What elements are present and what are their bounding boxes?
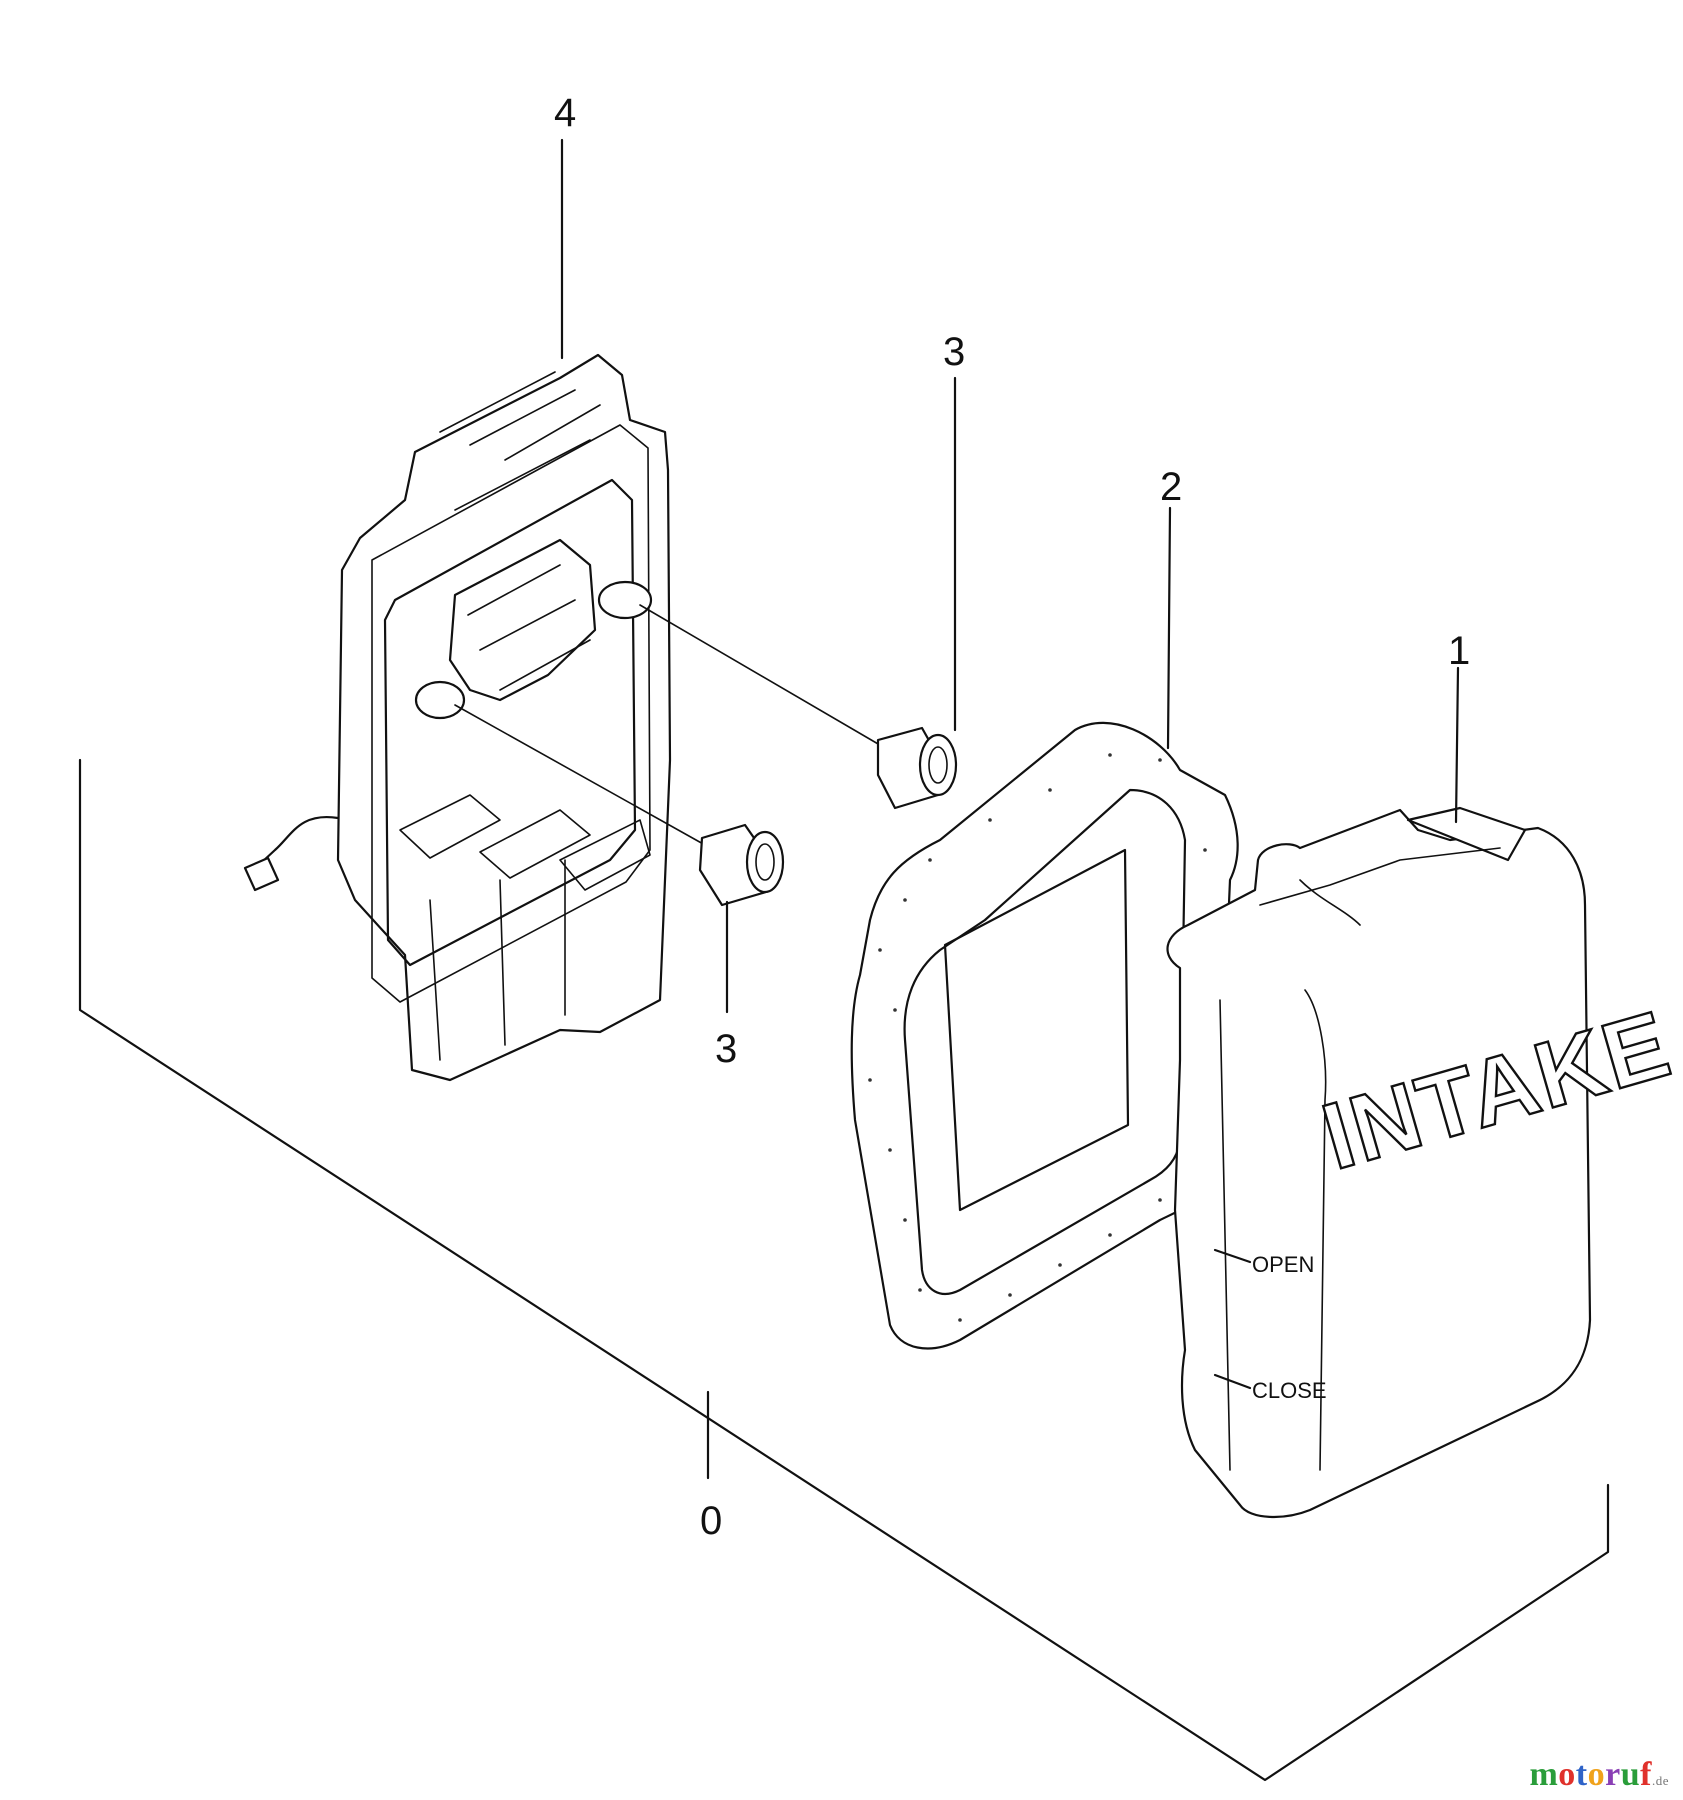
close-mark-label: CLOSE bbox=[1252, 1378, 1327, 1403]
watermark-letter: m bbox=[1529, 1756, 1559, 1793]
watermark-letter: o bbox=[1587, 1756, 1606, 1793]
grommet-upper-part-3 bbox=[639, 604, 958, 810]
callout-1: 1 bbox=[1448, 629, 1470, 673]
watermark-letters: motoruf bbox=[1529, 1756, 1652, 1793]
callout-4: 4 bbox=[554, 91, 576, 135]
filter-element-part-2 bbox=[850, 721, 1239, 1350]
open-mark-label: OPEN bbox=[1252, 1252, 1314, 1277]
base-plate-part-4 bbox=[243, 353, 672, 1082]
watermark-letter: f bbox=[1640, 1756, 1652, 1793]
callout-0: 0 bbox=[700, 1499, 722, 1543]
watermark-letter: u bbox=[1620, 1756, 1641, 1793]
callout-2: 2 bbox=[1160, 465, 1182, 509]
watermark-suffix: .de bbox=[1651, 1773, 1669, 1788]
assembly-bracket bbox=[78, 758, 1610, 1782]
grommet-lower-part-3 bbox=[454, 704, 785, 907]
motoruf-watermark: motoruf.de bbox=[1529, 1756, 1669, 1794]
callout-3-lower: 3 bbox=[715, 1027, 737, 1071]
callout-3-upper: 3 bbox=[943, 330, 965, 374]
intake-cover-part-1: INTAKE OPEN CLOSE bbox=[1166, 806, 1683, 1519]
leader-lines bbox=[560, 138, 1460, 1014]
watermark-letter: r bbox=[1605, 1756, 1621, 1793]
watermark-letter: t bbox=[1575, 1756, 1588, 1793]
watermark-letter: o bbox=[1558, 1756, 1576, 1793]
